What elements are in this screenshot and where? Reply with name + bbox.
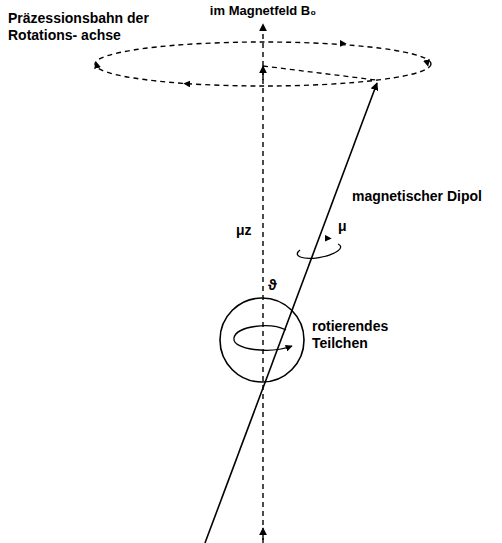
angle-symbol: ϑ: [268, 276, 277, 293]
moment-z-symbol: μz: [236, 222, 252, 239]
dipole-label: magnetischer Dipol: [352, 188, 482, 205]
field-axis: [262, 24, 263, 543]
spin-arrow: [234, 326, 292, 350]
path-arrow: [96, 62, 97, 66]
path-label: Präzessionsbahn der Rotations- achse: [8, 10, 158, 44]
dipole-axis: [205, 83, 377, 543]
radius-line: [263, 66, 376, 80]
precession-path: [95, 42, 431, 86]
particle-sphere: [220, 298, 304, 382]
path-arrow: [427, 62, 428, 66]
moment-symbol: μ: [338, 218, 347, 235]
path-arrow: [330, 43, 346, 45]
rotation-curl: [297, 244, 340, 258]
rotation-arrow: [318, 238, 331, 240]
particle-label: rotierendes Teilchen: [312, 318, 422, 352]
field-label: im Magnetfeld B₀: [210, 2, 316, 19]
axis-arrow: [262, 528, 263, 540]
path-arrow: [184, 83, 200, 85]
mu-z-arrow: [262, 66, 263, 80]
